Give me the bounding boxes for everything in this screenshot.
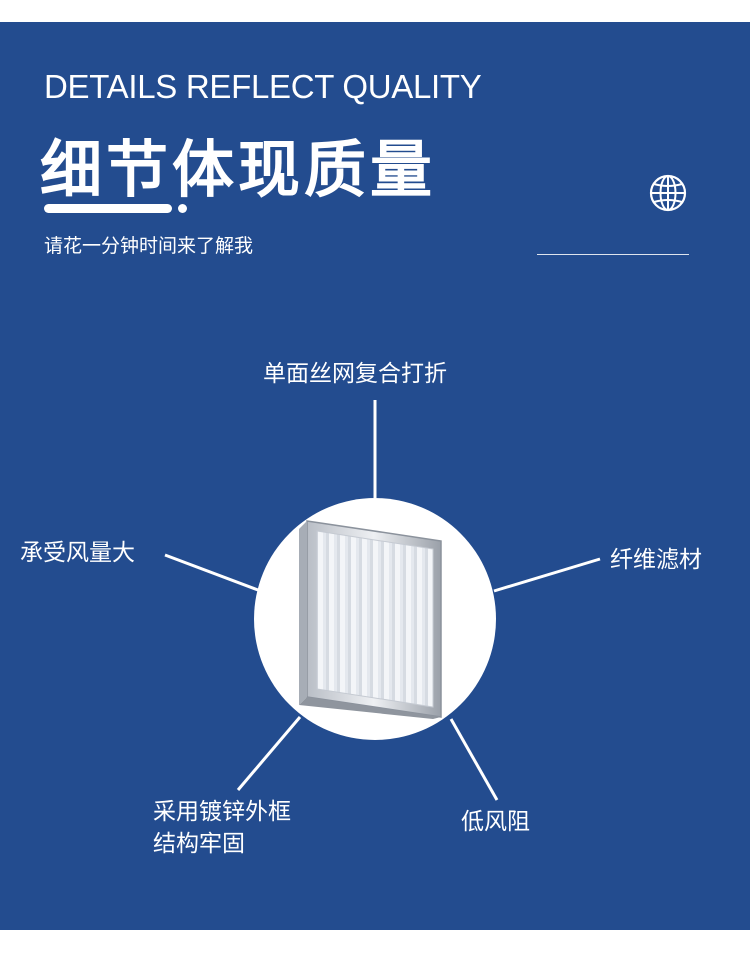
feature-bottom-right-label: 低风阻 xyxy=(461,809,530,835)
english-title: DETAILS REFLECT QUALITY xyxy=(44,68,482,105)
connector-right xyxy=(493,557,601,593)
feature-bottom-left-line2: 结构牢固 xyxy=(153,831,245,857)
feature-left-label: 承受风量大 xyxy=(20,540,135,566)
feature-bottom-left-line1: 采用镀锌外框 xyxy=(153,799,291,825)
feature-bottom-left-label: 采用镀锌外框 结构牢固 xyxy=(153,796,291,860)
details-panel: DETAILS REFLECT QUALITY 细节体现质量 请花一分钟时间来了… xyxy=(0,22,750,930)
title-underline-dot xyxy=(178,204,187,213)
connector-bottom-left xyxy=(236,716,302,791)
feature-right-label: 纤维滤材 xyxy=(610,547,702,573)
feature-top-label: 单面丝网复合打折 xyxy=(263,361,447,387)
globe-icon xyxy=(649,174,687,212)
filter-panel-image xyxy=(299,520,442,719)
title-underline-bar xyxy=(44,204,172,213)
connector-lines xyxy=(164,400,601,801)
connector-left xyxy=(164,553,259,592)
connector-bottom-right xyxy=(449,718,499,801)
divider-line xyxy=(537,254,689,255)
subtitle: 请花一分钟时间来了解我 xyxy=(44,235,254,257)
chinese-title: 细节体现质量 xyxy=(40,133,437,206)
